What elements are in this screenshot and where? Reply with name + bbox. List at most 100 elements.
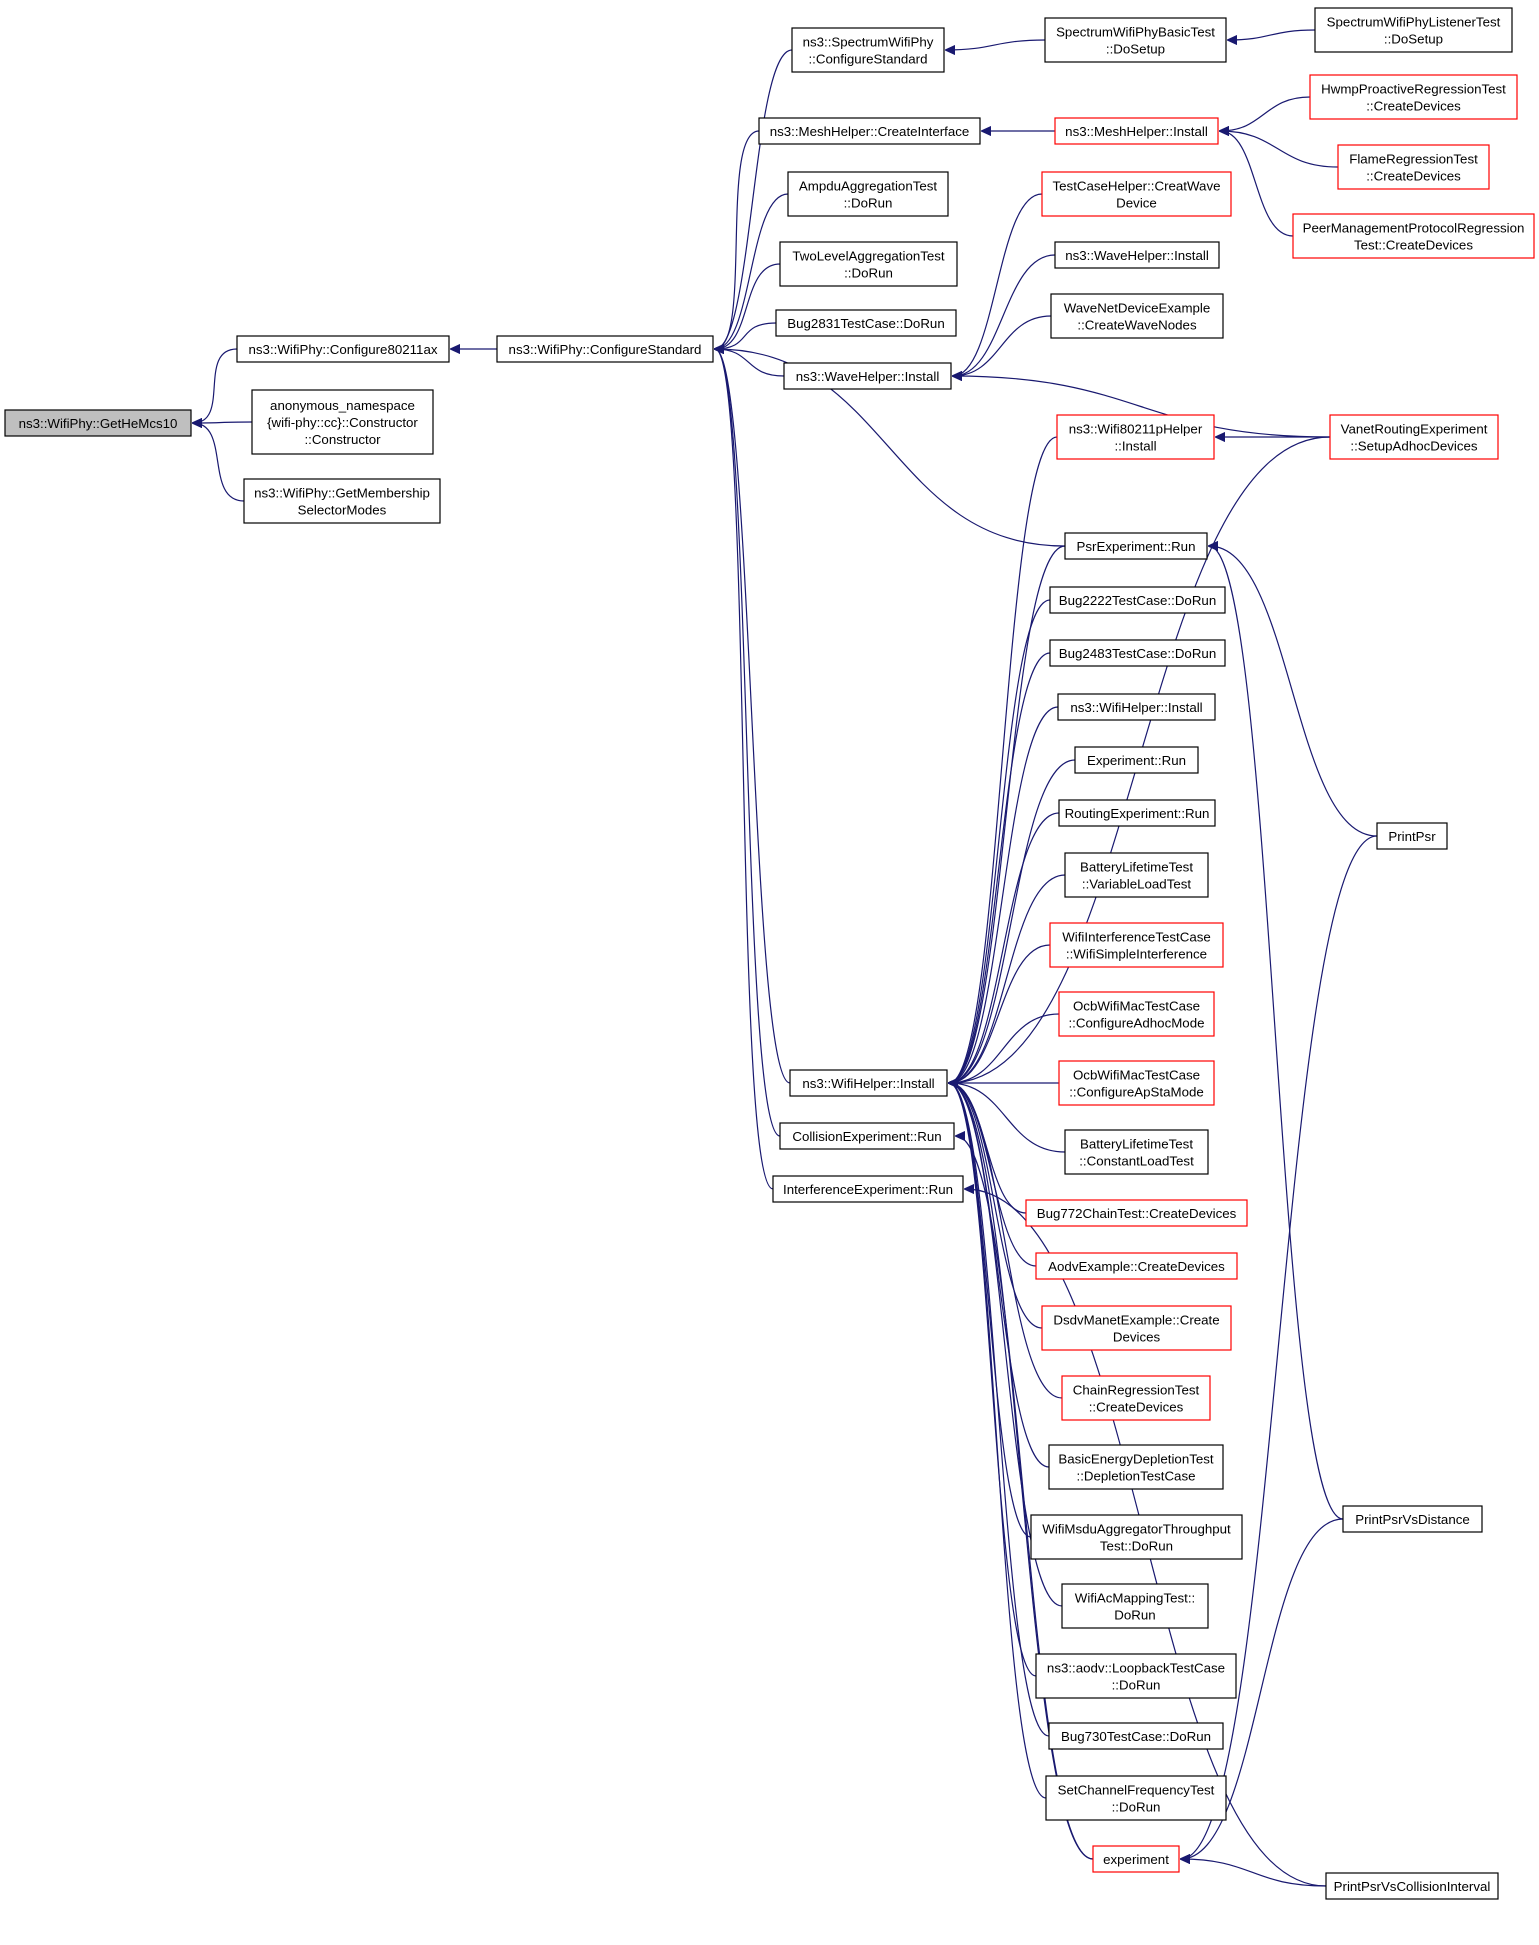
node-wavehelper2[interactable]: ns3::WaveHelper::Install	[1054, 241, 1220, 269]
node-label: {wifi-phy::cc}::Constructor	[267, 415, 418, 430]
node-ampdu[interactable]: AmpduAggregationTest::DoRun	[787, 171, 949, 217]
node-label: BatteryLifetimeTest	[1080, 1137, 1193, 1152]
edge-printpsrdist-to-psrexp	[1209, 546, 1344, 1520]
node-label: DoRun	[1114, 1608, 1155, 1623]
node-setchannel[interactable]: SetChannelFrequencyTest::DoRun	[1045, 1775, 1227, 1821]
edge-experiment-to-collision	[956, 1136, 1094, 1860]
node-box	[783, 362, 952, 390]
node-interference[interactable]: InterferenceExperiment::Run	[772, 1175, 964, 1203]
node-label: ns3::WifiPhy::ConfigureStandard	[509, 342, 702, 357]
edge-wifihelper2-to-wifihelper	[949, 706, 1059, 1083]
node-printpsrdist[interactable]: PrintPsrVsDistance	[1342, 1505, 1483, 1533]
node-chainreg[interactable]: ChainRegressionTest::CreateDevices	[1061, 1375, 1211, 1421]
node-label: VanetRoutingExperiment	[1341, 422, 1488, 437]
node-label: Bug2483TestCase::DoRun	[1059, 646, 1216, 661]
node-ocbadhoc[interactable]: OcbWifiMacTestCase::ConfigureAdhocMode	[1058, 991, 1215, 1037]
node-batteryconst[interactable]: BatteryLifetimeTest::ConstantLoadTest	[1064, 1129, 1209, 1175]
node-layer: ns3::WifiPhy::GetHeMcs10 ns3::WifiPhy::Co…	[4, 7, 1535, 1900]
node-cfg80211ax[interactable]: ns3::WifiPhy::Configure80211ax	[236, 335, 450, 363]
node-root[interactable]: ns3::WifiPhy::GetHeMcs10	[4, 409, 192, 437]
edge-interference-to-cfgstd	[715, 349, 774, 1190]
node-label: AmpduAggregationTest	[799, 179, 938, 194]
node-printpsrcoll[interactable]: PrintPsrVsCollisionInterval	[1325, 1872, 1499, 1900]
node-wifihelper2[interactable]: ns3::WifiHelper::Install	[1057, 693, 1216, 721]
edge-bug2483-to-wifihelper	[949, 652, 1051, 1083]
node-label: ChainRegressionTest	[1073, 1383, 1200, 1398]
node-batteryvar[interactable]: BatteryLifetimeTest::VariableLoadTest	[1064, 852, 1209, 898]
node-bug2483[interactable]: Bug2483TestCase::DoRun	[1049, 639, 1226, 667]
node-vanet[interactable]: VanetRoutingExperiment::SetupAdhocDevice…	[1329, 414, 1499, 460]
edge-ocbadhoc-to-wifihelper	[949, 1013, 1060, 1083]
node-flame[interactable]: FlameRegressionTest::CreateDevices	[1337, 144, 1490, 190]
node-label: RoutingExperiment::Run	[1065, 806, 1210, 821]
node-label: Bug2222TestCase::DoRun	[1059, 593, 1216, 608]
edge-bug2222-to-wifihelper	[949, 599, 1051, 1083]
node-label: ::ConfigureApStaMode	[1069, 1085, 1204, 1100]
edge-testcasehelper-to-wavehelper	[953, 193, 1043, 376]
node-printpsr[interactable]: PrintPsr	[1376, 822, 1448, 850]
node-wifiinterf[interactable]: WifiInterferenceTestCase::WifiSimpleInte…	[1049, 922, 1224, 968]
node-twolevel[interactable]: TwoLevelAggregationTest::DoRun	[779, 241, 958, 287]
node-label: ::ConfigureAdhocMode	[1068, 1016, 1204, 1031]
node-wifihelper[interactable]: ns3::WifiHelper::Install	[789, 1069, 948, 1097]
node-spectrumbasic[interactable]: SpectrumWifiPhyBasicTest::DoSetup	[1044, 17, 1227, 63]
node-label: Devices	[1113, 1330, 1161, 1345]
node-bug772[interactable]: Bug772ChainTest::CreateDevices	[1025, 1199, 1248, 1227]
node-label: ::DoSetup	[1384, 32, 1443, 47]
edge-dsdv-to-wifihelper	[949, 1083, 1043, 1329]
node-box	[1048, 1444, 1224, 1490]
node-box	[1057, 693, 1216, 721]
node-box	[1049, 586, 1226, 614]
node-spectrumlistener[interactable]: SpectrumWifiPhyListenerTest::DoSetup	[1314, 7, 1513, 53]
edge-routingexp-to-wifihelper	[949, 812, 1060, 1083]
node-label: ::Install	[1114, 439, 1156, 454]
edge-meshci-to-cfgstd	[715, 130, 760, 349]
node-label: SpectrumWifiPhyListenerTest	[1327, 15, 1501, 30]
node-spectrumcfg[interactable]: ns3::SpectrumWifiPhy::ConfigureStandard	[791, 27, 945, 73]
node-meshci[interactable]: ns3::MeshHelper::CreateInterface	[758, 117, 981, 145]
node-hwmp[interactable]: HwmpProactiveRegressionTest::CreateDevic…	[1309, 74, 1518, 120]
node-psrexp[interactable]: PsrExperiment::Run	[1064, 532, 1208, 560]
node-wavehelper[interactable]: ns3::WaveHelper::Install	[783, 362, 952, 390]
node-label: Device	[1116, 196, 1157, 211]
edge-setchannel-to-wifihelper	[949, 1083, 1047, 1799]
node-anon[interactable]: anonymous_namespace{wifi-phy::cc}::Const…	[251, 389, 434, 455]
node-label: PrintPsrVsCollisionInterval	[1334, 1879, 1491, 1894]
node-label: CollisionExperiment::Run	[792, 1129, 941, 1144]
node-box	[1309, 74, 1518, 120]
node-box	[1035, 1653, 1237, 1699]
node-meshinstall[interactable]: ns3::MeshHelper::Install	[1054, 117, 1219, 145]
node-bug2222[interactable]: Bug2222TestCase::DoRun	[1049, 586, 1226, 614]
edge-batteryconst-to-wifihelper	[949, 1083, 1066, 1153]
node-wavenetdev[interactable]: WaveNetDeviceExample::CreateWaveNodes	[1050, 293, 1224, 339]
node-wifi80211p[interactable]: ns3::Wifi80211pHelper::Install	[1056, 414, 1215, 460]
node-experiment[interactable]: experiment	[1092, 1845, 1180, 1873]
node-label: ::DepletionTestCase	[1077, 1469, 1196, 1484]
node-bug2831[interactable]: Bug2831TestCase::DoRun	[775, 309, 957, 337]
node-experimentrun[interactable]: Experiment::Run	[1074, 746, 1199, 774]
node-label: Experiment::Run	[1087, 753, 1186, 768]
node-ocbapsta[interactable]: OcbWifiMacTestCase::ConfigureApStaMode	[1058, 1060, 1215, 1106]
node-box	[1292, 213, 1535, 259]
node-peermgmt[interactable]: PeerManagementProtocolRegressionTest::Cr…	[1292, 213, 1535, 259]
node-dsdv[interactable]: DsdvManetExample::CreateDevices	[1041, 1305, 1232, 1351]
edge-psrexp-to-wifihelper	[949, 545, 1066, 1083]
edge-peermgmt-to-meshinstall	[1220, 131, 1294, 237]
node-routingexp[interactable]: RoutingExperiment::Run	[1058, 799, 1216, 827]
node-aodvex[interactable]: AodvExample::CreateDevices	[1035, 1252, 1238, 1280]
node-label: WifiInterferenceTestCase	[1062, 930, 1211, 945]
node-basicenergy[interactable]: BasicEnergyDepletionTest::DepletionTestC…	[1048, 1444, 1224, 1490]
node-collision[interactable]: CollisionExperiment::Run	[779, 1122, 955, 1150]
node-box	[775, 309, 957, 337]
node-cfgstd[interactable]: ns3::WifiPhy::ConfigureStandard	[496, 335, 714, 363]
node-acmapping[interactable]: WifiAcMappingTest::DoRun	[1061, 1583, 1209, 1629]
node-label: WifiAcMappingTest::	[1075, 1591, 1195, 1606]
node-bug730[interactable]: Bug730TestCase::DoRun	[1048, 1722, 1224, 1750]
node-label: ns3::SpectrumWifiPhy	[803, 35, 934, 50]
node-box	[1325, 1872, 1499, 1900]
node-loopback[interactable]: ns3::aodv::LoopbackTestCase::DoRun	[1035, 1653, 1237, 1699]
node-box	[1045, 1775, 1227, 1821]
